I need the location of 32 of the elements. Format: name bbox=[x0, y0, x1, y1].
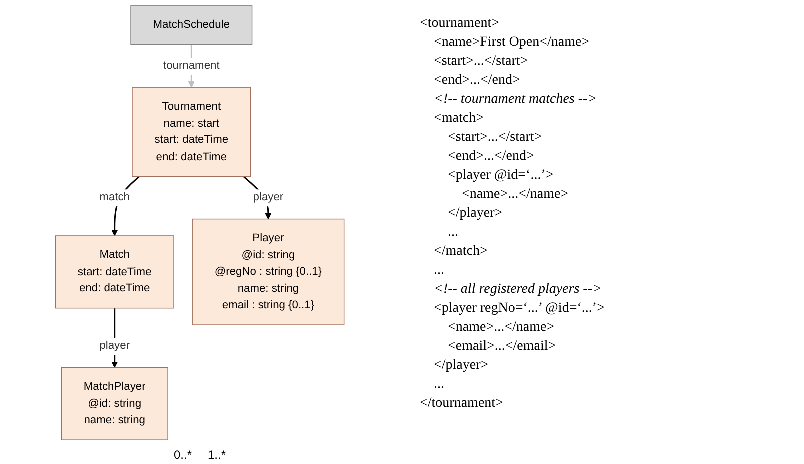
code-line: <match> bbox=[433, 110, 485, 128]
code-line: <end>...</end> bbox=[433, 72, 522, 90]
code-line: <player regNo=‘...’ @id=‘...’> bbox=[433, 300, 606, 318]
code-line: <name>...</name> bbox=[447, 319, 556, 337]
code-line: </player> bbox=[447, 205, 504, 223]
code-line: ... bbox=[433, 262, 446, 280]
code-line: ... bbox=[447, 224, 460, 242]
edge-label: player bbox=[100, 340, 130, 352]
node-box: MatchPlayer @id: string name: string bbox=[61, 367, 168, 440]
code-line: </match> bbox=[433, 243, 489, 261]
node-box: Player @id: string @regNo : string {0..1} name: string email : string {0..1} bbox=[192, 218, 345, 326]
code-line: <!-- all registered players --> bbox=[433, 281, 603, 299]
edge-label: match bbox=[100, 191, 130, 204]
edge-label: player bbox=[253, 191, 284, 204]
code-line: </player> bbox=[433, 357, 490, 375]
multiplicity-label: 0..* bbox=[174, 448, 192, 462]
code-line: <name>First Open</name> bbox=[433, 34, 591, 52]
code-line: <end>...</end> bbox=[447, 148, 536, 166]
code-line: <name>...</name> bbox=[461, 186, 570, 204]
edge-label: tournament bbox=[163, 59, 220, 72]
code-line: <email>...</email> bbox=[447, 338, 558, 356]
node-box: MatchSchedule bbox=[130, 6, 253, 46]
node-box: Match start: dateTime end: dateTime bbox=[55, 236, 174, 309]
code-line: <start>...</start> bbox=[433, 53, 530, 71]
code-line: <start>...</start> bbox=[447, 129, 544, 147]
code-line: </tournament> bbox=[420, 395, 504, 413]
multiplicity-label: 1..* bbox=[208, 448, 226, 462]
code-line: <player @id=‘...’> bbox=[447, 167, 555, 185]
code-line: ... bbox=[433, 376, 446, 394]
node-box: Tournament name: start start: dateTime end: dateTime bbox=[132, 87, 252, 177]
code-line: <!-- tournament matches --> bbox=[433, 91, 598, 109]
code-line: <tournament> bbox=[420, 15, 501, 33]
